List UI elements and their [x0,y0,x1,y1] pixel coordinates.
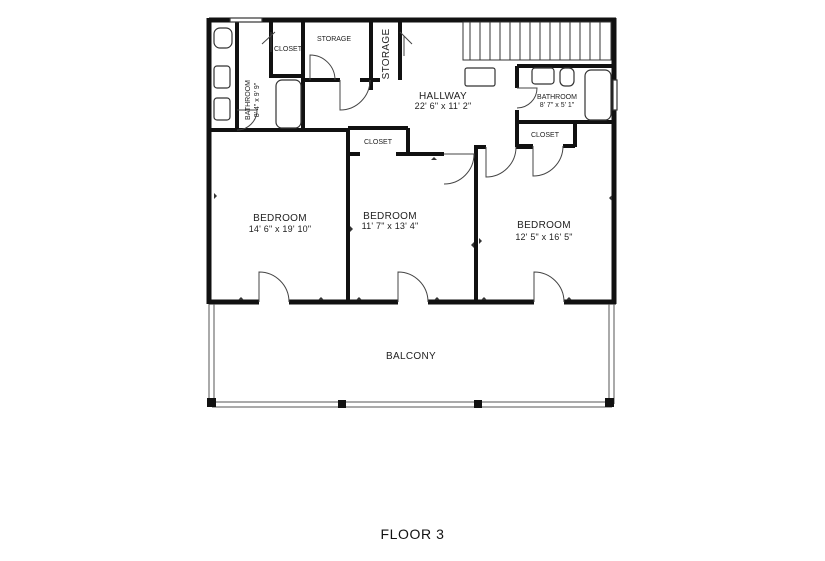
floor-label: FLOOR 3 [380,526,445,542]
balcony-posts [207,398,614,408]
hallway-name: HALLWAY [419,91,467,102]
hallway-dims: 22' 6" x 11' 2" [415,101,472,111]
sink-right [531,67,555,85]
balcony-railing [208,304,615,408]
counter-hallway [464,67,496,87]
balcony-name: BALCONY [386,351,436,362]
bedroom-left-dims: 14' 6" x 19' 10" [249,224,312,234]
sink-left-1 [213,65,231,89]
sink-left-2 [213,97,231,121]
interior-walls [209,20,614,302]
bedroom-mid-name: BEDROOM [363,211,417,222]
closet-top-left-label: CLOSET [274,46,303,53]
bathroom-right-name: BATHROOM [537,94,577,101]
bedroom-right-dims: 12' 5" x 16' 5" [515,232,572,242]
closet-right-label: CLOSET [531,132,560,139]
top-window [229,17,263,23]
bathroom-left-name: BATHROOM [245,80,252,120]
door-swings [236,31,565,303]
bedroom-left-name: BEDROOM [253,213,307,224]
storage-top-label: STORAGE [317,36,351,43]
bathroom-left-label: BATHROOM 8' 4" x 9' 9" [245,80,261,120]
closet-mid-label: CLOSET [364,139,393,146]
window [612,79,618,111]
bathroom-left-dims: 8' 4" x 9' 9" [254,82,261,117]
bathtub-left [275,79,302,129]
bathtub-right [584,69,612,121]
toilet-left [213,27,233,49]
wall-markers [214,157,612,300]
staircase [462,21,612,61]
storage-vertical-label: STORAGE [381,29,392,80]
bathroom-right-dims: 8' 7" x 5' 1" [540,102,575,109]
bedroom-mid-dims: 11' 7" x 13' 4" [362,221,419,231]
storage-vertical-name: STORAGE [381,29,392,80]
fixtures [213,17,618,129]
bedroom-right-name: BEDROOM [517,220,571,231]
toilet-right [559,67,575,87]
